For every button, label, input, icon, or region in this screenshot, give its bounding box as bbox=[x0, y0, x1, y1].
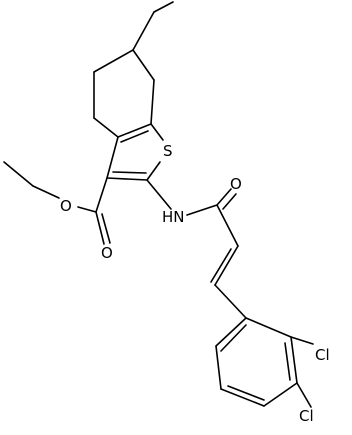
ester-oxygen-label: O bbox=[60, 197, 72, 215]
chlorine-label-3: Cl bbox=[315, 346, 330, 364]
thiophene-ring-bonds bbox=[106, 123, 164, 181]
amide-chain-bonds bbox=[146, 179, 247, 319]
chlorine-label-4: Cl bbox=[299, 407, 314, 425]
ethyl-ester-bonds bbox=[3, 161, 111, 245]
cyclohexane-ring-bonds bbox=[93, 49, 155, 138]
amide-carbonyl-oxygen-label: O bbox=[230, 175, 242, 193]
amide-nh-label: HN bbox=[162, 208, 185, 226]
benzene-ring-bonds bbox=[215, 317, 314, 408]
ester-carbonyl-oxygen-label: O bbox=[101, 244, 113, 262]
ethyl-substituent-bonds bbox=[132, 1, 174, 81]
sulfur-atom-label: S bbox=[163, 142, 173, 160]
